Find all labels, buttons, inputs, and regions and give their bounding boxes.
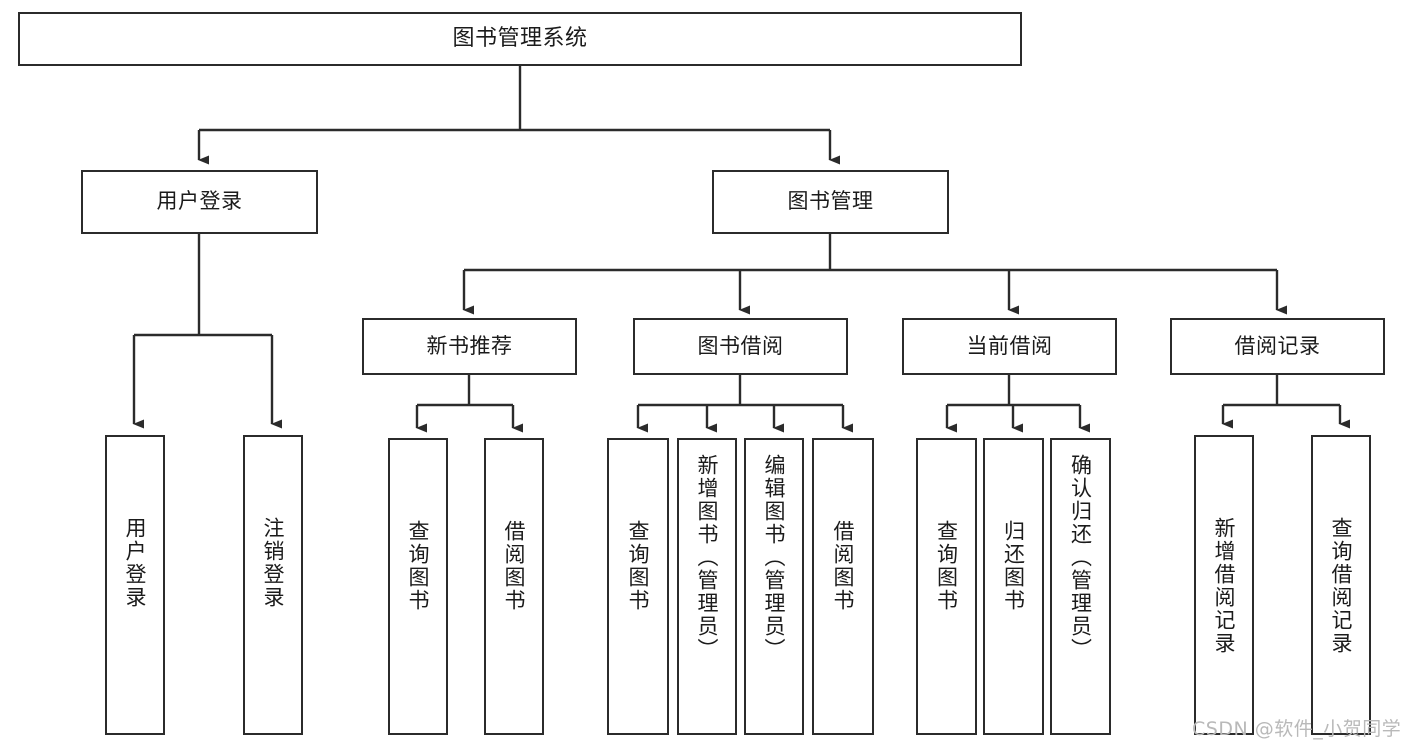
watermark: CSDN @软件_小贺同学 (1192, 718, 1402, 740)
leaf-query-book-recommend[interactable]: 查询图书 (388, 438, 448, 735)
node-borrow-record[interactable]: 借阅记录 (1170, 318, 1385, 375)
node-label: 查询图书 (406, 520, 431, 612)
node-label: 新增图书（管理员） (695, 454, 720, 661)
leaf-confirm-return-admin[interactable]: 确认归还（管理员） (1050, 438, 1111, 735)
node-label: 归还图书 (1001, 520, 1026, 612)
leaf-edit-book-admin[interactable]: 编辑图书（管理员） (744, 438, 804, 735)
node-label: 图书借阅 (697, 333, 784, 358)
node-label: 查询借阅记录 (1329, 517, 1354, 655)
leaf-return-book[interactable]: 归还图书 (983, 438, 1044, 735)
node-label: 查询图书 (934, 520, 959, 612)
node-label: 查询图书 (626, 520, 651, 612)
node-label: 图书管理 (787, 189, 874, 214)
node-label: 借阅图书 (831, 520, 856, 612)
node-label: 新书推荐 (426, 333, 513, 358)
leaf-borrow-book-recommend[interactable]: 借阅图书 (484, 438, 544, 735)
leaf-query-book-current[interactable]: 查询图书 (916, 438, 977, 735)
node-label: 借阅记录 (1234, 333, 1321, 358)
node-root-system[interactable]: 图书管理系统 (18, 12, 1022, 66)
node-label: 用户登录 (123, 517, 148, 609)
node-book-management[interactable]: 图书管理 (712, 170, 949, 234)
leaf-user-login[interactable]: 用户登录 (105, 435, 165, 735)
node-label: 借阅图书 (502, 520, 527, 612)
node-label: 用户登录 (156, 189, 243, 214)
node-label: 注销登录 (261, 517, 286, 609)
node-book-borrow[interactable]: 图书借阅 (633, 318, 848, 375)
leaf-add-book-admin[interactable]: 新增图书（管理员） (677, 438, 737, 735)
node-label: 新增借阅记录 (1212, 517, 1237, 655)
node-label: 确认归还（管理员） (1068, 454, 1093, 661)
leaf-add-borrow-record[interactable]: 新增借阅记录 (1194, 435, 1254, 735)
node-label: 编辑图书（管理员） (762, 454, 787, 661)
leaf-query-borrow-record[interactable]: 查询借阅记录 (1311, 435, 1371, 735)
node-label: 当前借阅 (966, 333, 1053, 358)
node-user-login[interactable]: 用户登录 (81, 170, 318, 234)
node-current-borrow[interactable]: 当前借阅 (902, 318, 1117, 375)
leaf-borrow-book[interactable]: 借阅图书 (812, 438, 874, 735)
node-label: 图书管理系统 (452, 25, 588, 51)
node-new-book-recommend[interactable]: 新书推荐 (362, 318, 577, 375)
leaf-logout[interactable]: 注销登录 (243, 435, 303, 735)
leaf-query-book-borrow[interactable]: 查询图书 (607, 438, 669, 735)
